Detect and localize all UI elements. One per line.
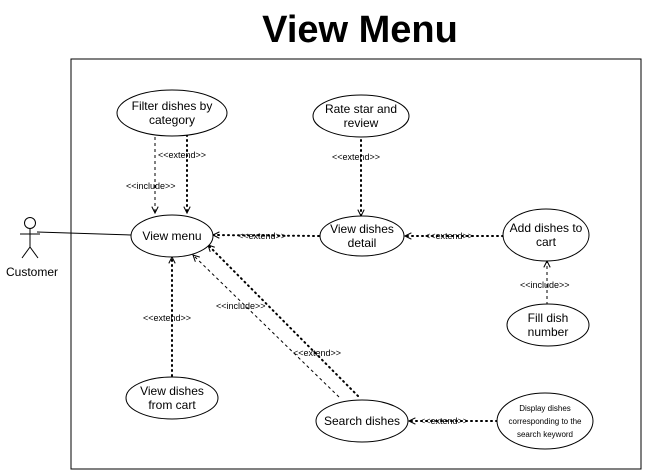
- use-case-label: search keyword: [517, 430, 573, 439]
- use-case-label: Rate star and: [325, 102, 397, 116]
- use-case-rate-review[interactable]: Rate star and review: [312, 94, 410, 138]
- use-case-label: review: [344, 116, 379, 130]
- use-case-search-dishes[interactable]: Search dishes: [315, 399, 409, 443]
- relation-label-extend-display: <<extend>>: [420, 416, 468, 426]
- use-case-label: Fill dish: [528, 311, 569, 325]
- use-case-label: from cart: [148, 398, 196, 412]
- actor-head: [24, 217, 36, 229]
- use-case-view-dishes-detail[interactable]: View dishes detail: [319, 215, 405, 257]
- use-case-label: View dishes: [330, 222, 394, 236]
- use-case-label: category: [149, 113, 195, 127]
- use-case-add-dishes-to-cart[interactable]: Add dishes to cart: [502, 208, 590, 262]
- association-customer-view-menu: [36, 231, 132, 236]
- use-case-label: Search dishes: [324, 414, 400, 428]
- use-case-fill-dish-number[interactable]: Fill dish number: [506, 303, 590, 347]
- actor-customer[interactable]: Customer: [6, 217, 58, 280]
- relation-extend-search: [207, 244, 359, 397]
- relation-label-include-fill: <<include>>: [520, 280, 570, 290]
- use-case-label: Display dishes: [519, 404, 571, 413]
- use-case-label: cart: [536, 235, 557, 249]
- use-case-label: Filter dishes by: [132, 99, 213, 113]
- relation-label-include-filter: <<include>>: [126, 181, 176, 191]
- actor-left-leg: [21, 246, 31, 259]
- relation-label-extend-search: <<extend>>: [293, 348, 341, 358]
- use-case-view-dishes-from-cart[interactable]: View dishes from cart: [125, 376, 219, 420]
- use-case-label: Add dishes to: [510, 221, 583, 235]
- use-case-filter-dishes[interactable]: Filter dishes by category: [116, 89, 228, 137]
- relation-label-include-search: <<include>>: [216, 301, 266, 311]
- relation-include-search: [193, 255, 340, 398]
- actor-label: Customer: [6, 265, 58, 279]
- use-case-view-menu[interactable]: View menu: [130, 214, 214, 258]
- actor-right-leg: [29, 246, 39, 259]
- relation-label-extend-rate: <<extend>>: [332, 152, 380, 162]
- use-case-label: corresponding to the: [509, 417, 582, 426]
- use-case-label: number: [528, 325, 569, 339]
- system-boundary: [70, 58, 642, 470]
- relation-label-extend-filter: <<extend>>: [158, 150, 206, 160]
- use-case-label: View dishes: [140, 384, 204, 398]
- use-case-display-dishes[interactable]: Display dishes corresponding to the sear…: [496, 392, 594, 450]
- use-case-label: View menu: [142, 229, 201, 243]
- diagram-title: View Menu: [262, 9, 458, 51]
- relation-label-extend-view-cart: <<extend>>: [143, 313, 191, 323]
- relation-label-extend-detail: <<extend>>: [238, 231, 286, 241]
- relation-label-extend-add-cart: <<extend>>: [425, 231, 473, 241]
- use-case-label: detail: [348, 236, 377, 250]
